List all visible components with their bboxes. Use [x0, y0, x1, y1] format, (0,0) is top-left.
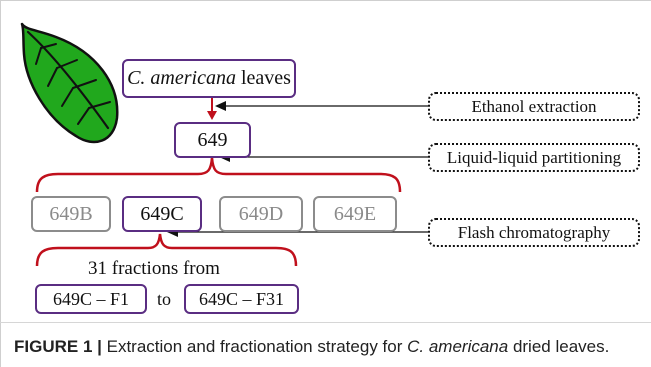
fraction-range-end-box: 649C – F31 [184, 284, 299, 314]
fraction-box-649c: 649C [122, 196, 202, 232]
leaf-icon [20, 22, 119, 144]
fractions-note: 31 fractions from [88, 258, 220, 279]
fraction-box-649d: 649D [219, 196, 303, 232]
partition-bracket [35, 157, 402, 193]
extract-label: 649 [197, 128, 228, 151]
fraction-box-649e: 649E [313, 196, 397, 232]
step-label: Flash chromatography [457, 222, 611, 242]
step-label: Liquid-liquid partitioning [446, 147, 622, 167]
callout-arrow-ethanol [215, 101, 428, 111]
source-material-box: C. americana leaves [122, 59, 296, 98]
fraction-label: 649E [333, 202, 377, 225]
source-material-part: leaves [235, 67, 291, 89]
figure-label: FIGURE 1 | [14, 337, 102, 356]
fraction-label: 649D [238, 202, 284, 225]
source-material-name: C. americana [127, 67, 236, 89]
fraction-box-649b: 649B [31, 196, 111, 232]
step-liquid-liquid-partitioning: Liquid-liquid partitioning [428, 143, 640, 172]
step-ethanol-extraction: Ethanol extraction [428, 92, 640, 121]
step-label: Ethanol extraction [471, 96, 597, 116]
figure-caption: FIGURE 1 | Extraction and fractionation … [14, 337, 609, 357]
fraction-range-start-box: 649C – F1 [35, 284, 147, 314]
fraction-range-connector: to [157, 289, 172, 309]
fraction-label: 649C [140, 202, 184, 225]
fraction-bracket [35, 233, 298, 267]
fraction-range-end: 649C – F31 [198, 288, 285, 309]
fraction-label: 649B [49, 202, 93, 225]
process-arrow-down [207, 97, 217, 120]
caption-species: C. americana [407, 337, 509, 356]
extract-box: 649 [174, 122, 251, 158]
caption-text-after: dried leaves. [508, 337, 610, 356]
fraction-range-start: 649C – F1 [52, 288, 130, 309]
caption-text-before: Extraction and fractionation strategy fo… [101, 337, 408, 356]
step-flash-chromatography: Flash chromatography [428, 218, 640, 247]
